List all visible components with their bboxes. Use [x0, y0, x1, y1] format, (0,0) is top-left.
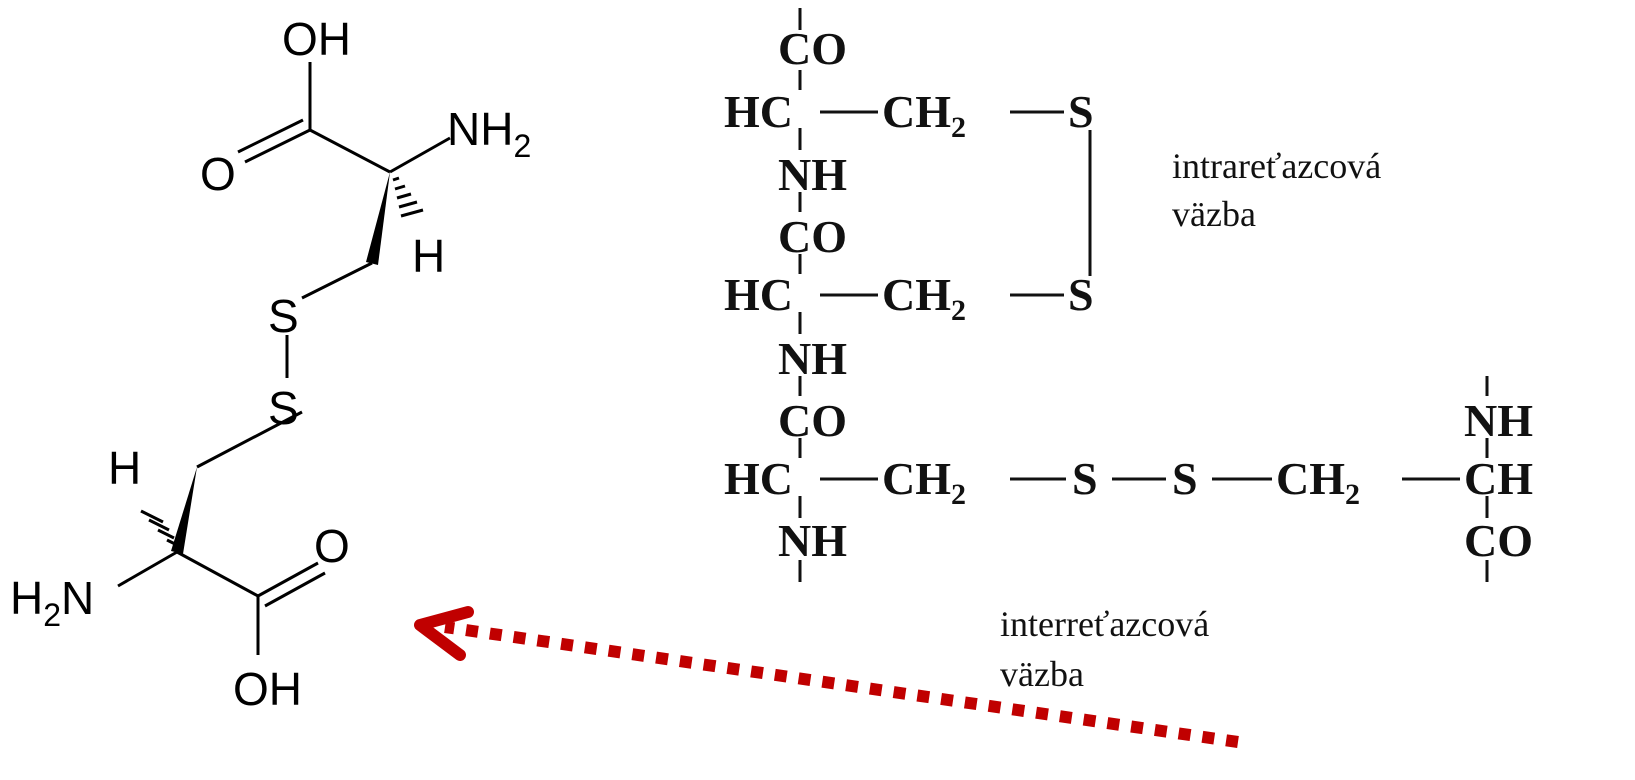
intra-caption-line2: väzba	[1172, 194, 1256, 234]
dotted-arrow	[414, 606, 1239, 748]
sulfur-label-2: S	[1068, 269, 1094, 320]
bond-s2-ch2	[196, 410, 303, 469]
row5-formula: HC	[724, 269, 793, 320]
arrow-head-icon	[414, 606, 474, 661]
top-o-label: O	[200, 148, 236, 200]
hash-bond-bottom-h	[140, 509, 180, 548]
sulfur-2-label: S	[268, 382, 299, 434]
co-label-2: CO	[778, 211, 847, 262]
wedge-calpha-ch2	[366, 172, 390, 265]
top-h-label: H	[412, 230, 445, 282]
top-oh-label: OH	[282, 13, 351, 65]
bottom-h2n-label: H2N	[10, 572, 94, 633]
ch2-label-4: CH2	[1276, 453, 1360, 511]
dotted-arrow-shaft	[444, 621, 1239, 748]
inter-caption-line2: väzba	[1000, 654, 1084, 694]
nh-label-2: NH	[778, 333, 847, 384]
peptide-chain-formula: CO HC CH2 S NH CO HC CH2 S NH CO HC	[724, 8, 1533, 582]
bond-ch2-s1	[301, 261, 373, 300]
bond-c1-o-double-a	[244, 128, 311, 164]
nh-label-chain2: NH	[1464, 395, 1533, 446]
intra-caption-line1: intrareťazcová	[1172, 146, 1381, 186]
cystine-skeletal-formula: OH O NH2 H S S H H2N O OH	[10, 13, 531, 715]
co-label-chain2: CO	[1464, 515, 1533, 566]
sulfur-label-1: S	[1068, 86, 1094, 137]
co-label-3: CO	[778, 395, 847, 446]
inter-caption-line1: interreťazcová	[1000, 604, 1209, 644]
bottom-h-label: H	[108, 442, 141, 494]
nh-label-3: NH	[778, 515, 847, 566]
bottom-oh-label: OH	[233, 663, 302, 715]
bond-calpha-nh2-bottom	[117, 550, 178, 588]
sulfur-label-3: S	[1072, 453, 1098, 504]
bond-calpha-c2	[176, 550, 259, 598]
bond-c1-o-double-b	[237, 118, 304, 154]
bond-c2-o-double-a	[257, 561, 319, 598]
ch2-label-2: CH2	[882, 269, 966, 327]
top-nh2-label: NH2	[447, 103, 531, 164]
ch2-label-1: CH2	[882, 86, 966, 144]
ch-label-chain2: CH	[1464, 453, 1533, 504]
row2-formula: HC	[724, 86, 793, 137]
row8-formula: HC	[724, 453, 793, 504]
co-label-1: CO	[778, 23, 847, 74]
sulfur-1-label: S	[268, 290, 299, 342]
wedge-ch2-calpha-bottom	[171, 467, 197, 554]
bond-c2-o-double-b	[264, 571, 326, 608]
hash-bond-top-h	[392, 176, 424, 218]
nh-label-1: NH	[778, 149, 847, 200]
bond-c1-calpha	[309, 128, 391, 174]
bond-calpha-nh2	[389, 136, 451, 174]
sulfur-label-4: S	[1172, 453, 1198, 504]
bottom-o-label: O	[314, 520, 350, 572]
ch2-label-3: CH2	[882, 453, 966, 511]
captions: intrareťazcová väzba interreťazcová väzb…	[1000, 146, 1381, 694]
